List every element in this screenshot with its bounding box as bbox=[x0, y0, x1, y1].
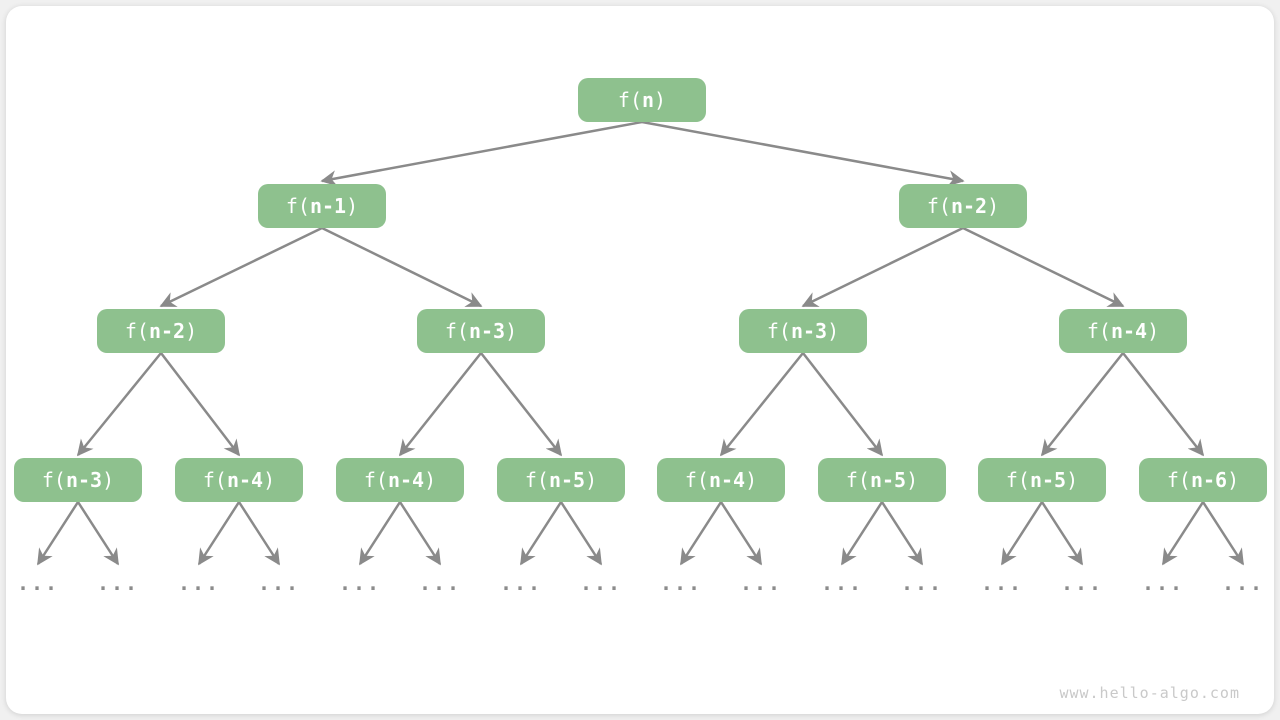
node-label-arg: n-4 bbox=[387, 468, 425, 492]
ellipsis-leaf: ... bbox=[257, 571, 301, 595]
ellipsis-leaf: ... bbox=[1141, 571, 1185, 595]
tree-node-f(n-3): f(n-3) bbox=[14, 458, 142, 502]
node-label-prefix: f( bbox=[766, 319, 791, 343]
tree-node-f(n-4): f(n-4) bbox=[1059, 309, 1187, 353]
node-label-arg: n-5 bbox=[869, 468, 907, 492]
node-label-prefix: f( bbox=[1166, 468, 1191, 492]
tree-node-f(n-3): f(n-3) bbox=[417, 309, 545, 353]
node-label-suffix: ) bbox=[263, 468, 276, 492]
tree-node-f(n-1): f(n-1) bbox=[258, 184, 386, 228]
node-label-suffix: ) bbox=[102, 468, 115, 492]
node-label-arg: n-4 bbox=[1110, 319, 1148, 343]
node-label-arg: n-6 bbox=[1190, 468, 1228, 492]
ellipsis-leaf: ... bbox=[980, 571, 1024, 595]
node-label-prefix: f( bbox=[684, 468, 709, 492]
node-label-arg: n-3 bbox=[65, 468, 103, 492]
node-label-suffix: ) bbox=[745, 468, 758, 492]
node-label-suffix: ) bbox=[1227, 468, 1240, 492]
node-label-prefix: f( bbox=[41, 468, 66, 492]
node-label-arg: n-2 bbox=[148, 319, 186, 343]
node-label-suffix: ) bbox=[987, 194, 1000, 218]
node-label-arg: n-4 bbox=[226, 468, 264, 492]
ellipsis-leaf: ... bbox=[418, 571, 462, 595]
node-label-suffix: ) bbox=[185, 319, 198, 343]
ellipsis-leaf: ... bbox=[579, 571, 623, 595]
node-label-suffix: ) bbox=[827, 319, 840, 343]
ellipsis-leaf: ... bbox=[739, 571, 783, 595]
tree-node-f(n-5): f(n-5) bbox=[978, 458, 1106, 502]
ellipsis-leaf: ... bbox=[177, 571, 221, 595]
node-label-arg: n-3 bbox=[790, 319, 828, 343]
node-label-prefix: f( bbox=[363, 468, 388, 492]
tree-node-f(n-4): f(n-4) bbox=[175, 458, 303, 502]
ellipsis-leaf: ... bbox=[659, 571, 703, 595]
node-label-suffix: ) bbox=[1066, 468, 1079, 492]
node-label-arg: n-3 bbox=[468, 319, 506, 343]
tree-node-f(n): f(n) bbox=[578, 78, 706, 122]
ellipsis-leaf: ... bbox=[900, 571, 944, 595]
node-label-prefix: f( bbox=[1005, 468, 1030, 492]
node-label-arg: n-2 bbox=[950, 194, 988, 218]
ellipsis-leaf: ... bbox=[338, 571, 382, 595]
node-label-arg: n-1 bbox=[309, 194, 347, 218]
node-label-suffix: ) bbox=[346, 194, 359, 218]
tree-node-f(n-5): f(n-5) bbox=[497, 458, 625, 502]
tree-node-f(n-2): f(n-2) bbox=[899, 184, 1027, 228]
node-label-arg: n-4 bbox=[708, 468, 746, 492]
node-label-prefix: f( bbox=[285, 194, 310, 218]
node-label-suffix: ) bbox=[585, 468, 598, 492]
ellipsis-leaf: ... bbox=[1221, 571, 1265, 595]
node-label-suffix: ) bbox=[505, 319, 518, 343]
node-label-prefix: f( bbox=[444, 319, 469, 343]
ellipsis-leaf: ... bbox=[820, 571, 864, 595]
node-label-prefix: f( bbox=[1086, 319, 1111, 343]
ellipsis-leaf: ... bbox=[499, 571, 543, 595]
node-label-prefix: f( bbox=[617, 88, 642, 112]
node-label-arg: n-5 bbox=[1029, 468, 1067, 492]
ellipsis-leaf: ... bbox=[1060, 571, 1104, 595]
node-label-prefix: f( bbox=[124, 319, 149, 343]
node-label-suffix: ) bbox=[424, 468, 437, 492]
tree-node-f(n-5): f(n-5) bbox=[818, 458, 946, 502]
node-label-arg: n bbox=[642, 88, 655, 112]
node-label-prefix: f( bbox=[202, 468, 227, 492]
tree-node-f(n-4): f(n-4) bbox=[657, 458, 785, 502]
tree-node-f(n-2): f(n-2) bbox=[97, 309, 225, 353]
node-label-suffix: ) bbox=[1147, 319, 1160, 343]
node-label-prefix: f( bbox=[524, 468, 549, 492]
node-label-arg: n-5 bbox=[548, 468, 586, 492]
watermark: www.hello-algo.com bbox=[1059, 684, 1240, 702]
ellipsis-leaf: ... bbox=[96, 571, 140, 595]
node-label-suffix: ) bbox=[906, 468, 919, 492]
node-label-suffix: ) bbox=[654, 88, 667, 112]
node-label-prefix: f( bbox=[845, 468, 870, 492]
node-label-prefix: f( bbox=[926, 194, 951, 218]
ellipsis-leaf: ... bbox=[16, 571, 60, 595]
tree-node-f(n-3): f(n-3) bbox=[739, 309, 867, 353]
tree-node-f(n-4): f(n-4) bbox=[336, 458, 464, 502]
tree-node-f(n-6): f(n-6) bbox=[1139, 458, 1267, 502]
